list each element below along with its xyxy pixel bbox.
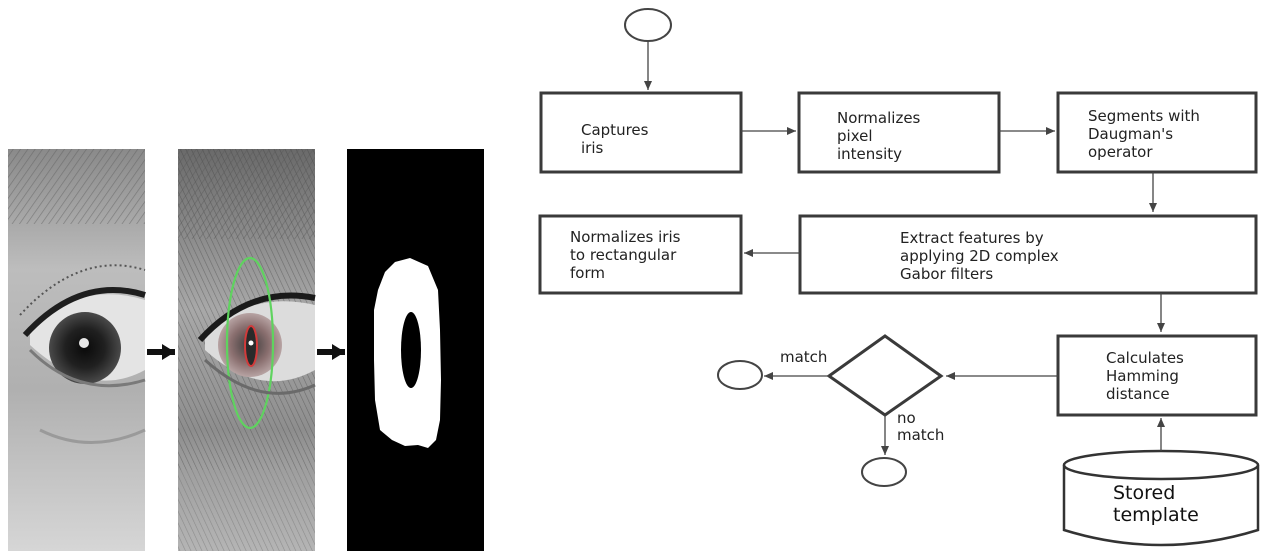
extract-line-1: Extract features by	[900, 229, 1044, 247]
iris-boundary-circle	[225, 256, 275, 430]
normalizes-pixel-line-3: intensity	[837, 145, 902, 163]
normalizes-pixel-line-2: pixel	[837, 127, 873, 145]
no-match-label-line-2: match	[897, 426, 944, 444]
stored-line-1: Stored	[1113, 482, 1175, 504]
normalizes-pixel-line-1: Normalizes	[837, 109, 921, 127]
step-normalizes-iris	[538, 214, 743, 295]
eye-photo-original	[8, 149, 146, 551]
match-label: match	[780, 348, 827, 366]
hamming-line-2: Hamming	[1106, 367, 1179, 385]
start-terminal	[624, 8, 672, 42]
captures-line-2: iris	[581, 139, 604, 157]
segments-line-3: operator	[1088, 143, 1153, 161]
step-segments-daugman	[1056, 91, 1258, 174]
extract-line-3: Gabor filters	[900, 265, 993, 283]
normalizes-iris-line-3: form	[570, 264, 605, 282]
stored-template-database	[1062, 449, 1260, 547]
step-captures-iris	[539, 91, 743, 174]
segments-line-1: Segments with	[1088, 107, 1200, 125]
captures-line-1: Captures	[581, 121, 649, 139]
no-match-label-line-1: no	[897, 409, 916, 427]
step-extract-features	[798, 214, 1258, 295]
end-terminal-no-match	[861, 457, 907, 487]
eye-photo-segmented	[178, 149, 316, 551]
end-terminal-match	[717, 360, 763, 390]
stored-line-2: template	[1113, 504, 1199, 526]
step-normalizes-pixel-intensity	[797, 91, 1001, 174]
normalizes-iris-line-1: Normalizes iris	[570, 228, 681, 246]
hamming-line-1: Calculates	[1106, 349, 1184, 367]
pupil-boundary-circle	[244, 325, 258, 367]
segments-line-2: Daugman's	[1088, 125, 1173, 143]
iris-mask-image	[347, 149, 484, 551]
hamming-line-3: distance	[1106, 385, 1170, 403]
decision-diamond	[826, 334, 944, 417]
normalizes-iris-line-2: to rectangular	[570, 246, 677, 264]
extract-line-2: applying 2D complex	[900, 247, 1059, 265]
